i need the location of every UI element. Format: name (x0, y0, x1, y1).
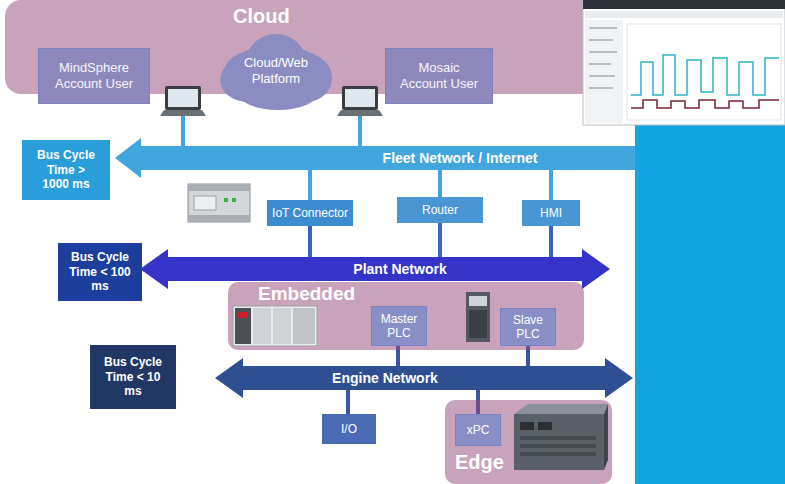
network-link (358, 94, 362, 146)
node-label: Engine Network (332, 370, 438, 387)
node-label: Cloud/Web Platform (236, 55, 316, 86)
network-link (346, 390, 350, 414)
device-led (232, 198, 236, 202)
node-label: MindSphere Account User (54, 60, 134, 91)
plc-box: Master PLC (371, 306, 427, 346)
network-link (308, 170, 312, 200)
node-label: Bus Cycle Time < 10 ms (101, 355, 165, 398)
laptop-base (160, 110, 206, 116)
network-link (438, 170, 442, 197)
node-label: IoT Connector (272, 206, 348, 220)
network-link (549, 226, 553, 257)
cloud-lobe (224, 46, 328, 98)
embedded-panel: EmbeddedMaster PLC Slave PLC (228, 282, 584, 350)
node-label: I/O (341, 422, 357, 436)
band-arrow (115, 138, 635, 178)
cycle-time-tag: Bus Cycle Time > 1000 ms (22, 140, 110, 200)
panel-title: Embedded (258, 283, 355, 306)
device-panel (194, 196, 216, 210)
node-label: Bus Cycle Time > 1000 ms (34, 148, 98, 191)
band-arrow-shape (115, 138, 635, 178)
device-body (188, 184, 250, 222)
io-box: I/O (322, 414, 376, 444)
network-link (549, 170, 553, 200)
network-link (438, 223, 442, 257)
node-label: xPC (467, 423, 490, 437)
node-label: Mosaic Account User (399, 60, 479, 91)
node-label: Router (422, 203, 458, 217)
laptop-base (337, 110, 383, 116)
network-link (181, 94, 185, 146)
device-terminals (188, 184, 250, 191)
user-box: Mosaic Account User (385, 48, 493, 104)
pc-box: xPC (455, 414, 501, 446)
node-label: HMI (540, 206, 562, 220)
node-label: Plant Network (353, 261, 446, 278)
node-label: Slave PLC (505, 313, 551, 342)
device-box: Router (397, 197, 483, 223)
node-label: Fleet Network / Internet (383, 150, 538, 167)
band-arrow-shape (215, 358, 633, 398)
platform-cloud: Cloud/Web Platform (218, 30, 334, 112)
network-link (308, 226, 312, 257)
screenshot-chart (627, 24, 781, 120)
blue-panel (635, 98, 785, 484)
panel-title: Cloud (233, 4, 290, 28)
device-box: HMI (522, 200, 580, 226)
cloud-panel: CloudMindSphere Account User Cloud/Web Pl… (5, 0, 635, 94)
iot-device-picture (188, 184, 250, 222)
device-terminals (188, 215, 250, 222)
network-band: Plant Network (140, 257, 610, 281)
user-box: MindSphere Account User (38, 48, 150, 104)
cycle-time-tag: Bus Cycle Time < 100 ms (58, 243, 142, 301)
node-label: Bus Cycle Time < 100 ms (68, 250, 132, 293)
network-band: Engine Network (215, 366, 633, 390)
edge-panel: Edge xPC (445, 400, 612, 484)
cycle-time-tag: Bus Cycle Time < 10 ms (90, 345, 176, 409)
device-box: IoT Connector (267, 200, 353, 226)
panel-title: Edge (455, 450, 504, 474)
network-band: Fleet Network / Internet (115, 146, 635, 170)
device-led (224, 198, 228, 202)
chart-line (631, 100, 779, 108)
chart-line (631, 55, 779, 95)
node-label: Master PLC (376, 312, 422, 341)
plc-box: Slave PLC (500, 308, 556, 346)
